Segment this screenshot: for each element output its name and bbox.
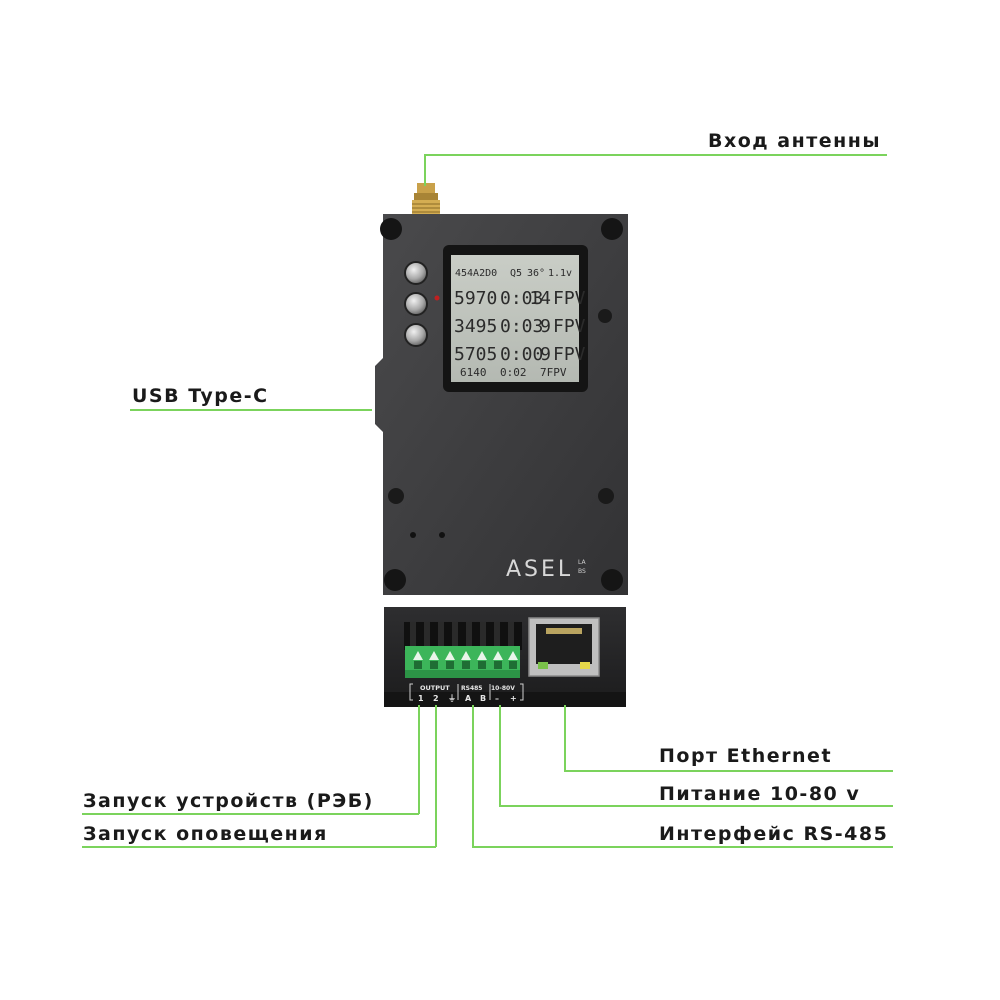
power-leader-vertical xyxy=(499,705,501,806)
pin-label: + xyxy=(510,694,517,703)
callout-power: Питание 10-80 v xyxy=(659,783,861,805)
ethernet-leader-vertical xyxy=(564,705,566,771)
display-header: 454A2D0 Q5 36° 1.1v xyxy=(455,268,572,279)
display-header-volt: 1.1v xyxy=(548,268,572,279)
row-type: FPV xyxy=(553,316,586,337)
launch-devices-leader-vertical xyxy=(418,705,420,814)
pin-label: – xyxy=(495,694,499,703)
row-count: 9 xyxy=(540,316,551,337)
callout-launch-alert: Запуск оповещения xyxy=(83,823,328,845)
screw-icon xyxy=(601,569,623,591)
pin-label: A xyxy=(465,694,472,703)
row-type: FPV xyxy=(553,344,586,365)
callout-ethernet: Порт Ethernet xyxy=(659,745,833,767)
footer-type: 7FPV xyxy=(540,366,567,379)
heatsink-fins xyxy=(404,622,522,650)
row-count: 9 xyxy=(540,344,551,365)
row-count: 14 xyxy=(529,288,551,309)
display-row: 5705 0:00 9 FPV xyxy=(454,344,586,365)
screw-icon xyxy=(380,218,402,240)
device-side-view: OUTPUT RS485 10-80V 1 2 ⏚ A B – + xyxy=(384,607,626,707)
ethernet-leader-horizontal xyxy=(564,770,893,772)
brand-sub-top: LA xyxy=(578,559,586,566)
row-freq: 5705 xyxy=(454,344,497,365)
ethernet-port xyxy=(528,617,600,677)
display-row: 5970 0:03 14 FPV xyxy=(454,288,586,309)
terminal-label-output: OUTPUT xyxy=(420,684,450,692)
terminal-block xyxy=(405,646,520,678)
pin-label: 2 xyxy=(433,694,439,703)
display-header-id: 454A2D0 xyxy=(455,268,497,279)
power-leader-horizontal xyxy=(499,805,893,807)
display-row: 3495 0:03 9 FPV xyxy=(454,316,586,337)
callout-rs485: Интерфейс RS-485 xyxy=(659,823,889,845)
screw-icon xyxy=(598,488,614,504)
callout-antenna: Вход антенны xyxy=(708,130,882,152)
screw-icon xyxy=(384,569,406,591)
screw-icon xyxy=(388,488,404,504)
usb-leader xyxy=(130,409,372,411)
display-footer: 6140 0:02 7FPV xyxy=(460,366,567,379)
display-header-temp: 36° xyxy=(527,268,545,279)
brand-sub-bottom: BS xyxy=(578,568,586,575)
antenna-leader-horizontal xyxy=(424,154,887,156)
row-freq: 3495 xyxy=(454,316,497,337)
row-type: FPV xyxy=(553,288,586,309)
select-button[interactable] xyxy=(404,292,428,316)
footer-time: 0:02 xyxy=(500,366,527,379)
row-time: 0:00 xyxy=(500,344,543,365)
row-time: 0:03 xyxy=(500,288,543,309)
mic-hole-icon xyxy=(410,532,416,538)
led-indicator-icon xyxy=(434,295,440,301)
rs485-leader-horizontal xyxy=(472,846,893,848)
display-header-q: Q5 xyxy=(510,268,522,279)
launch-alert-leader-horizontal xyxy=(82,846,436,848)
pin-label: B xyxy=(480,694,486,703)
footer-freq: 6140 xyxy=(460,366,487,379)
terminal-labels xyxy=(409,683,524,701)
row-time: 0:03 xyxy=(500,316,543,337)
mic-hole-icon xyxy=(439,532,445,538)
launch-devices-leader-horizontal xyxy=(82,813,419,815)
rs485-leader-vertical xyxy=(472,705,474,847)
lcd-screen xyxy=(451,255,579,382)
pin-label-ground-icon: ⏚ xyxy=(448,694,456,703)
antenna-leader-vertical xyxy=(424,154,426,186)
terminal-label-rs485: RS485 xyxy=(461,685,482,692)
screw-icon xyxy=(601,218,623,240)
terminal-label-power: 10-80V xyxy=(491,685,515,692)
down-button[interactable] xyxy=(404,323,428,347)
launch-alert-leader-vertical xyxy=(435,705,437,847)
row-freq: 5970 xyxy=(454,288,497,309)
brand-logo-text: ASEL xyxy=(506,557,573,582)
brand-logo: ASEL LA BS xyxy=(506,557,586,582)
callout-usb: USB Type-C xyxy=(132,385,269,407)
antenna-connector xyxy=(412,183,440,216)
callout-launch-devices: Запуск устройств (РЭБ) xyxy=(83,790,374,812)
pin-label: 1 xyxy=(418,694,424,703)
screw-icon xyxy=(598,309,612,323)
up-button[interactable] xyxy=(404,261,428,285)
